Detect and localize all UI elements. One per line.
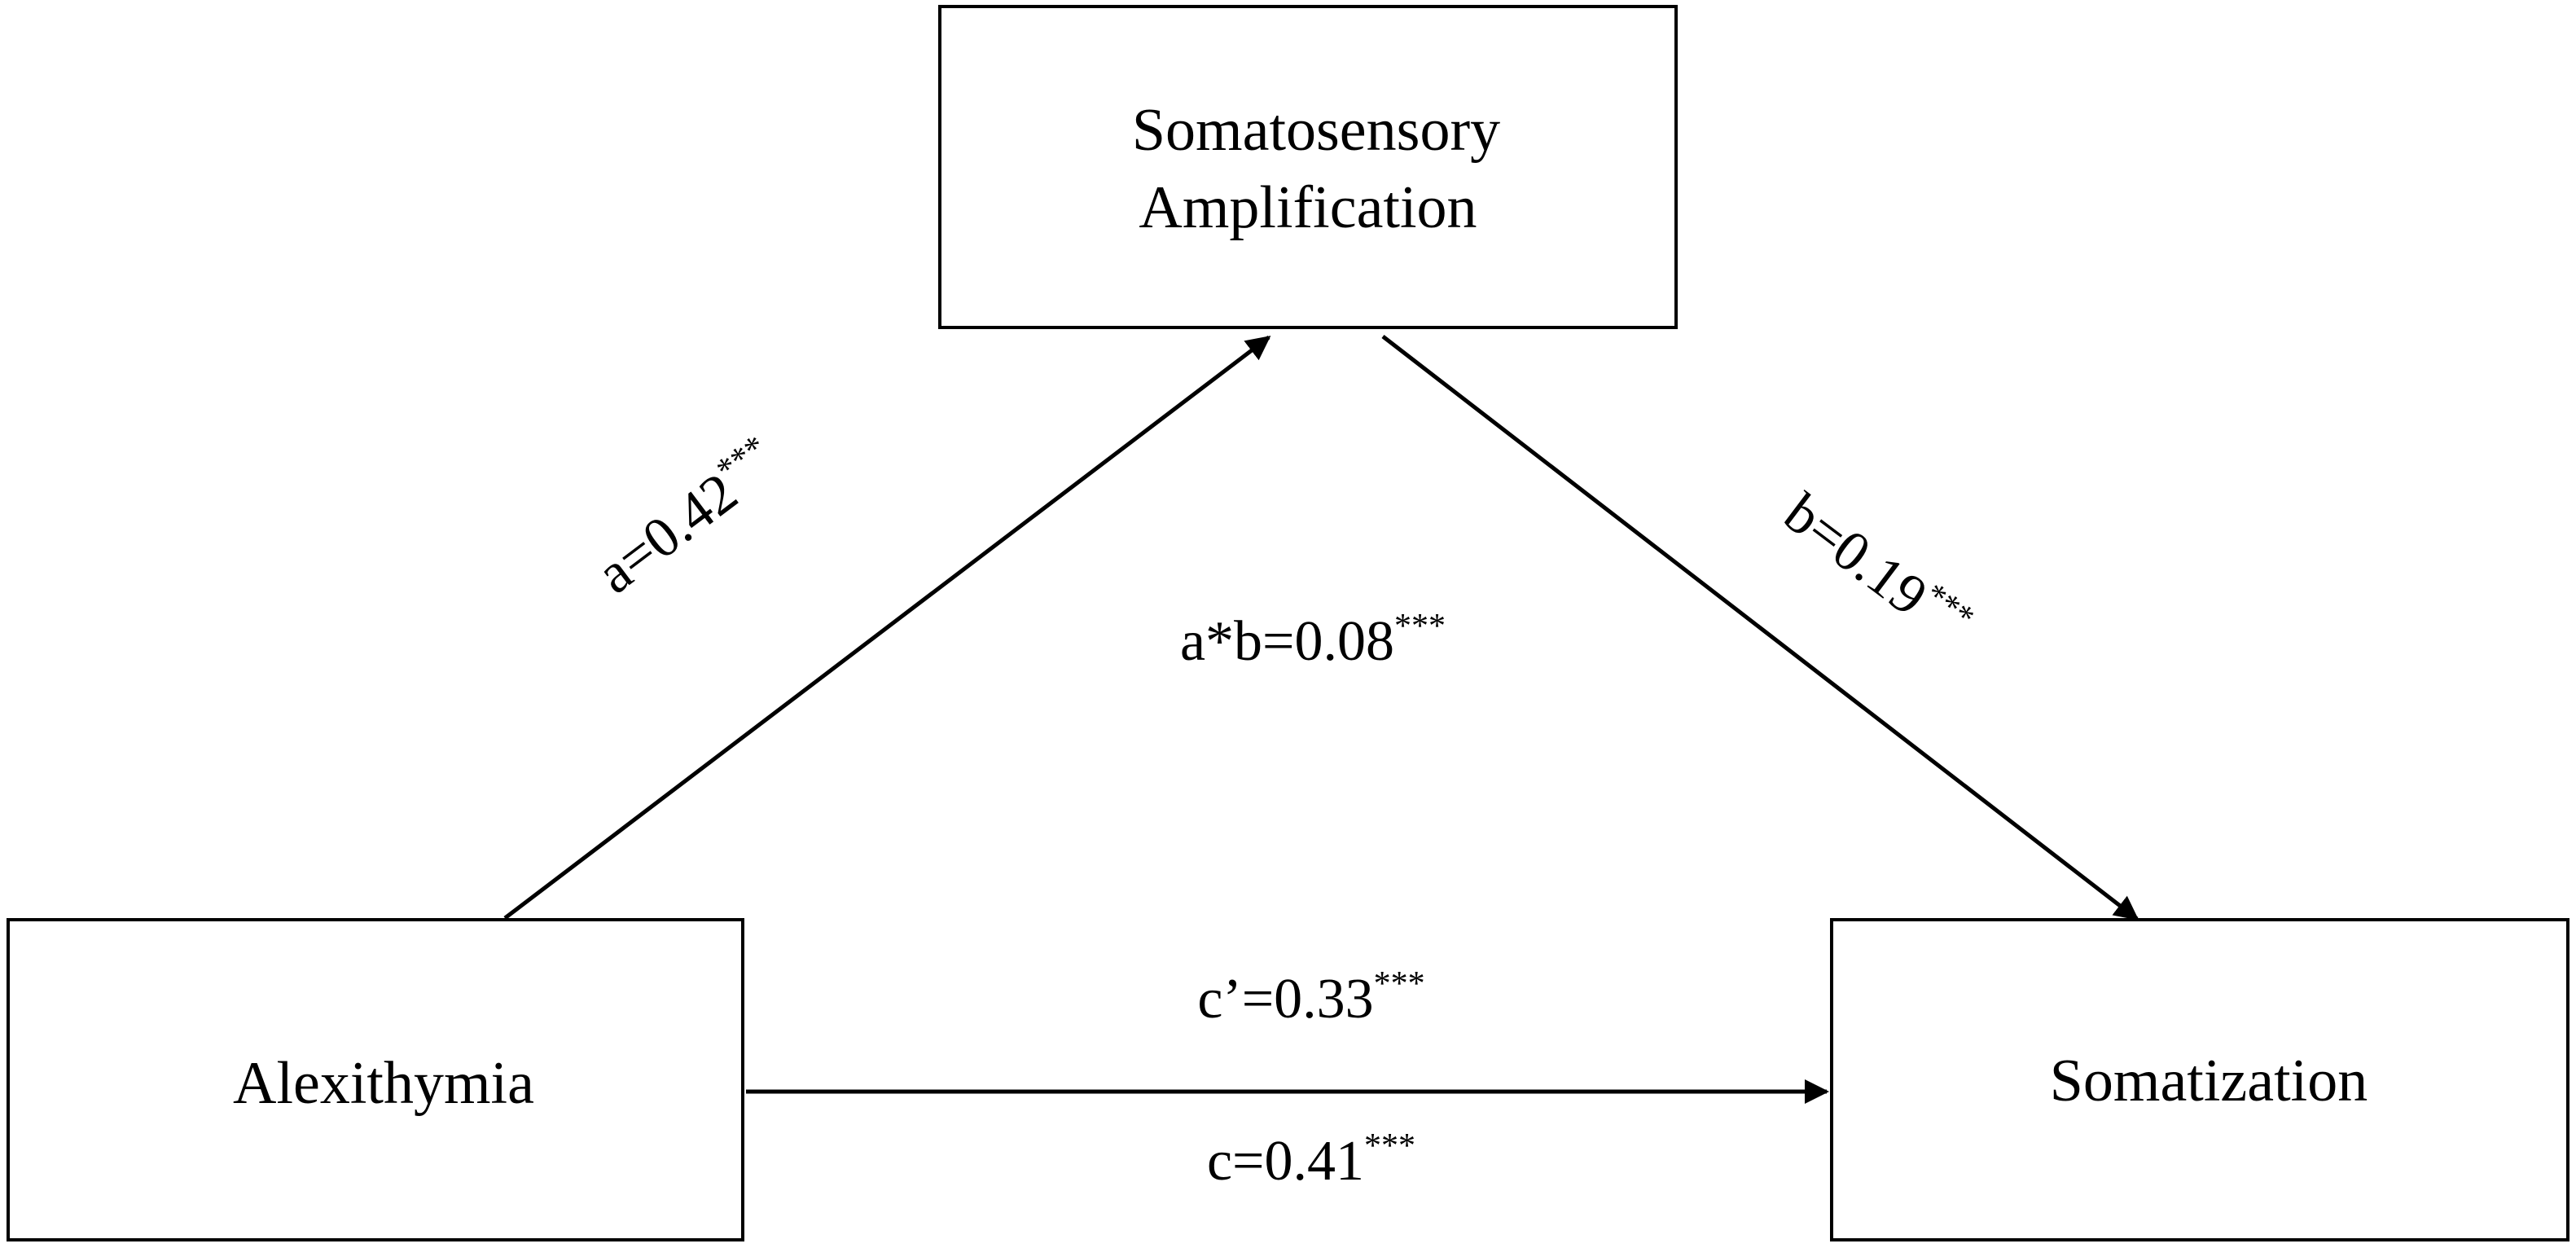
mediator-node: Somatosensory Amplification: [938, 5, 1678, 329]
total-effect-label: c=0.41***: [1207, 1127, 1415, 1193]
outcome-node: Somatization: [1830, 918, 2569, 1241]
mediator-label-line2: Amplification: [1139, 174, 1477, 241]
mediator-label-line1: Somatosensory: [1132, 97, 1500, 164]
path-a-arrow: [503, 336, 1271, 920]
outcome-box: [1830, 918, 2569, 1241]
path-b-arrow: [1381, 335, 2139, 921]
path-b-label-group: b=0.19***: [1773, 480, 1981, 659]
indirect-effect-label: a*b=0.08***: [1180, 608, 1446, 673]
predictor-node: Alexithymia: [7, 918, 744, 1241]
outcome-label: Somatization: [2050, 1048, 2368, 1114]
predictor-label: Alexithymia: [233, 1050, 534, 1117]
path-a-label: a=0.42***: [584, 428, 790, 606]
predictor-box: [7, 918, 744, 1241]
mediator-box: [938, 5, 1678, 329]
direct-effect-label: c’=0.33***: [1197, 965, 1424, 1030]
path-b-label: b=0.19***: [1773, 480, 1981, 659]
path-a-label-group: a=0.42***: [584, 428, 790, 606]
